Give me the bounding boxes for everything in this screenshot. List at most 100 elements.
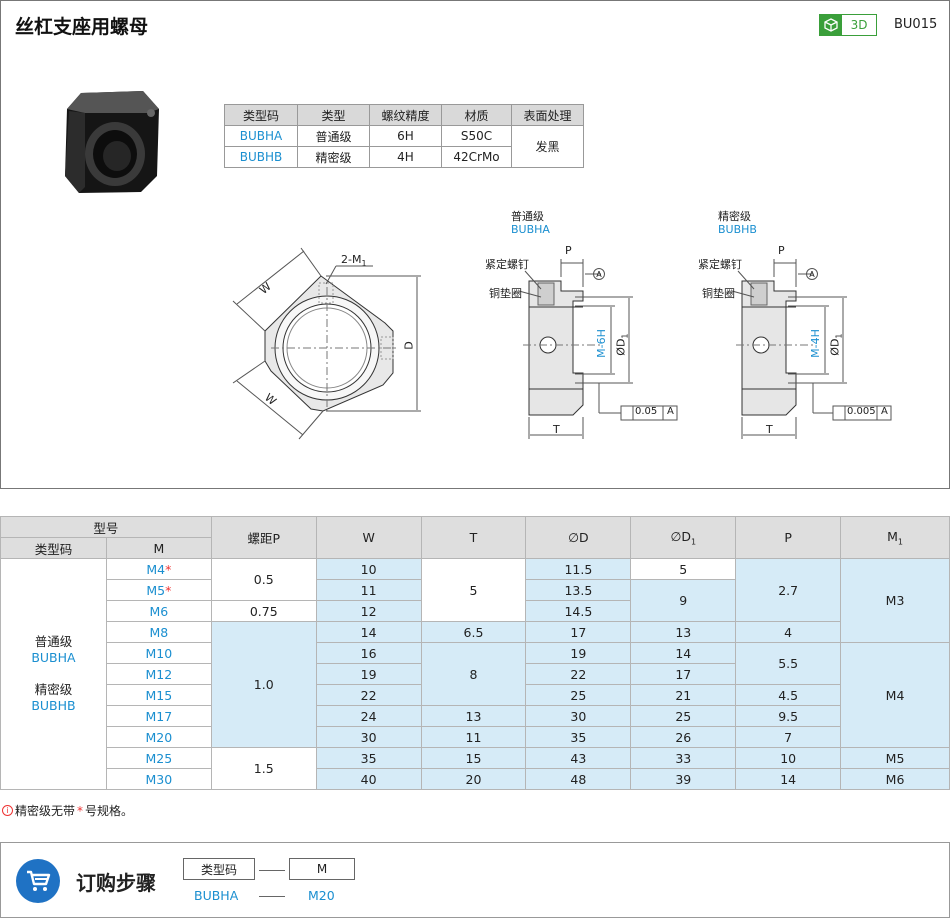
example-type-code: BUBHA — [194, 888, 239, 903]
d1-cell: 33 — [630, 747, 737, 769]
w-cell: 40 — [315, 768, 422, 790]
product-image — [65, 91, 892, 440]
p-cell: 5.5 — [735, 642, 842, 685]
m-cell: M5* — [105, 579, 212, 601]
m-cell: M10 — [105, 642, 212, 664]
p-cell: 14 — [735, 768, 842, 790]
d1-cell: 17 — [630, 663, 737, 685]
normal-t-label: T — [553, 423, 560, 436]
step-box-type-code: 类型码 — [183, 858, 255, 880]
m-cell: M30 — [105, 768, 212, 790]
cart-icon — [16, 859, 60, 903]
spec-surface: 发黑 — [511, 125, 584, 168]
header-t: T — [420, 516, 527, 559]
header-w: W — [315, 516, 422, 559]
p-cell: 4.5 — [735, 684, 842, 706]
m1-cell: M3 — [840, 558, 950, 643]
table-row: M17 24 13 30 25 9.5 — [1, 705, 950, 727]
normal-p-label: P — [565, 244, 572, 257]
table-row: M8 1.0 14 6.5 17 13 4 — [1, 621, 950, 748]
table-row: M30 40 20 48 39 14 M6 — [1, 768, 950, 790]
footnote: i 精密级无带*号规格。 — [2, 802, 133, 819]
m-cell: M15 — [105, 684, 212, 706]
spec-header-type: 类型 — [297, 104, 370, 126]
spec-header-precision: 螺纹精度 — [369, 104, 442, 126]
3d-button[interactable]: 3D — [819, 14, 877, 36]
header-model: 型号 — [0, 516, 212, 538]
header-pitch: 螺距P — [210, 516, 317, 559]
d-cell: 11.5 — [525, 558, 632, 580]
order-title: 订购步骤 — [76, 871, 156, 895]
spec-header-surface: 表面处理 — [511, 104, 584, 126]
note-star: * — [77, 803, 84, 818]
w-cell: 19 — [315, 663, 422, 685]
normal-datum: A — [593, 268, 605, 280]
normal-od-label: ØD1 — [614, 333, 630, 356]
w-cell: 35 — [315, 747, 422, 769]
step-connector — [259, 870, 285, 871]
example-m: M20 — [308, 888, 335, 903]
precise-tolerance: 0.005 — [847, 406, 876, 417]
w-cell: 11 — [315, 579, 422, 601]
side-view-precise — [731, 259, 892, 439]
spec-table: 类型码 类型 螺纹精度 材质 表面处理 BUBHA 普通级 6H S50C 发黑… — [224, 104, 584, 168]
info-icon: i — [2, 805, 13, 816]
p-cell: 2.7 — [735, 558, 842, 622]
precise-code: BUBHB — [718, 223, 757, 236]
normal-pad-label: 铜垫圈 — [489, 287, 522, 300]
w-cell: 16 — [315, 642, 422, 664]
example-connector — [259, 896, 285, 897]
product-code: BU015 — [894, 17, 938, 32]
precise-pad-label: 铜垫圈 — [702, 287, 735, 300]
d1-cell: 26 — [630, 726, 737, 748]
note-prefix: 精密级无带 — [15, 804, 76, 818]
step-box-m: M — [289, 858, 355, 880]
w-cell: 24 — [315, 705, 422, 727]
header-d: ∅D — [525, 516, 632, 559]
t-cell: 8 — [420, 642, 527, 706]
d-label: D — [402, 341, 416, 350]
type-cell: 普通级 BUBHA 精密级 BUBHB — [0, 558, 107, 790]
p-cell: 10 — [735, 747, 842, 769]
spec-header-code: 类型码 — [224, 104, 298, 126]
page-title: 丝杠支座用螺母 — [15, 16, 149, 38]
pitch-cell: 1.5 — [210, 747, 317, 790]
note-suffix: 号规格。 — [85, 804, 134, 818]
m1-cell: M5 — [840, 747, 950, 769]
pitch-cell: 1.0 — [210, 621, 317, 748]
d1-cell: 13 — [630, 621, 737, 643]
p-cell: 9.5 — [735, 705, 842, 727]
pitch-cell: 0.5 — [210, 558, 317, 601]
p-cell: 4 — [735, 621, 842, 643]
spec-material: S50C — [441, 125, 512, 147]
spec-material: 42CrMo — [441, 146, 512, 168]
header-m: M — [105, 537, 212, 559]
m-cell: M6 — [105, 600, 212, 622]
m-cell: M4* — [105, 558, 212, 580]
precise-datum: A — [806, 268, 818, 280]
m-cell: M8 — [105, 621, 212, 643]
d-cell: 25 — [525, 684, 632, 706]
d-cell: 43 — [525, 747, 632, 769]
m1-cell: M4 — [840, 642, 950, 748]
spec-code: BUBHA — [224, 125, 298, 147]
normal-tolerance: 0.05 — [635, 406, 658, 417]
table-row: M5* 11 13.5 9 — [1, 579, 950, 622]
precise-tolerance-ref: A — [881, 406, 888, 417]
table-row: M15 22 25 21 4.5 — [1, 684, 950, 706]
front-view — [232, 247, 421, 440]
t-cell: 11 — [420, 726, 527, 748]
header-d1: ∅D1 — [630, 516, 737, 559]
d-cell: 19 — [525, 642, 632, 664]
dimension-table: 型号 螺距P W T ∅D ∅D1 P M1 类型码 M 普通级 BUBHA 精… — [0, 516, 950, 790]
m1-label: 2-M1 — [341, 253, 367, 269]
w-cell: 12 — [315, 600, 422, 622]
side-view-normal — [518, 259, 678, 439]
3d-label: 3D — [850, 18, 868, 32]
precise-title: 精密级 — [718, 210, 751, 223]
t-cell: 20 — [420, 768, 527, 790]
d1-cell: 39 — [630, 768, 737, 790]
header-p: P — [735, 516, 842, 559]
spec-precision: 6H — [369, 125, 442, 147]
d-cell: 17 — [525, 621, 632, 643]
